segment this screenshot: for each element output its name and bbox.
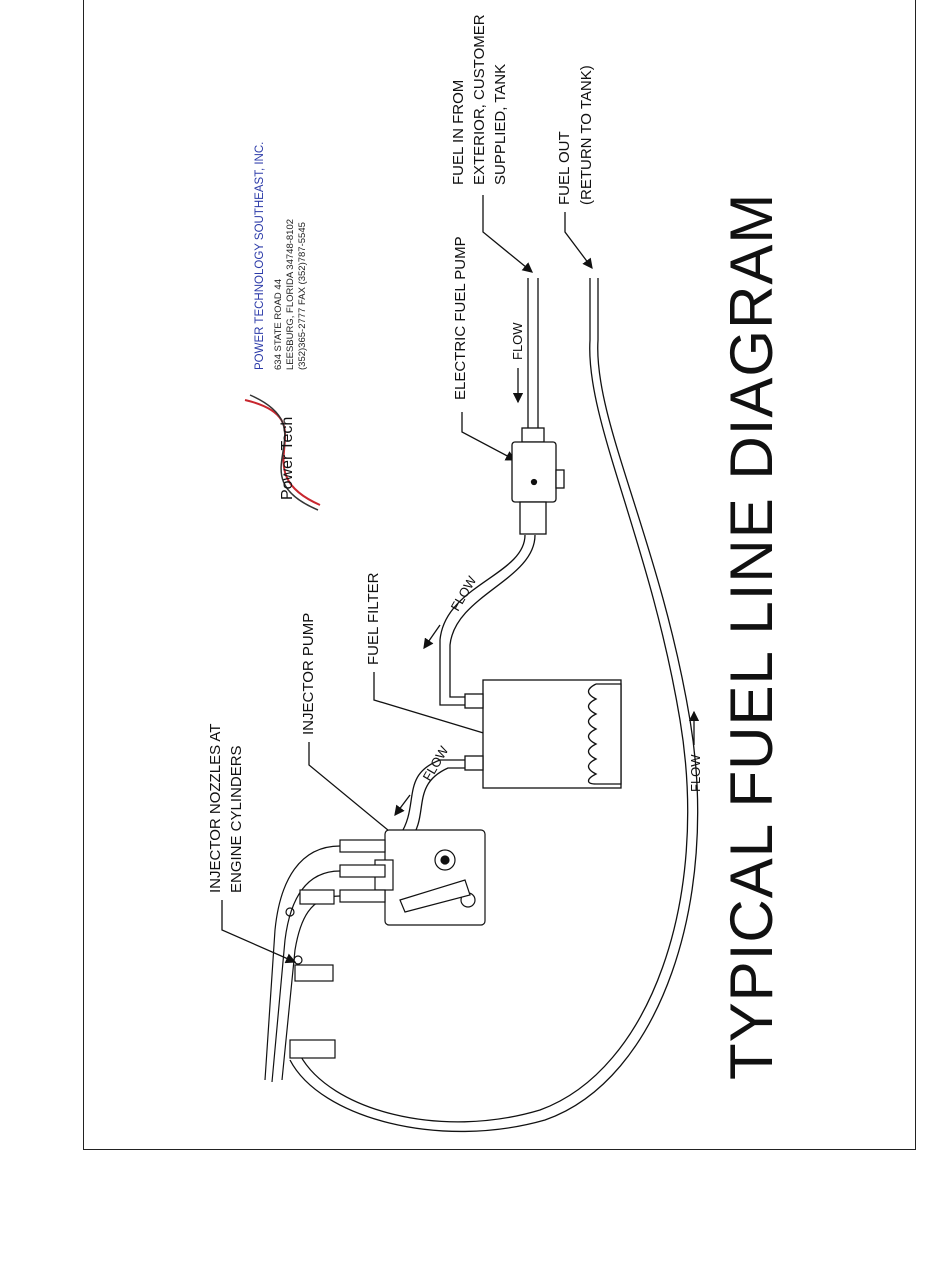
svg-text:FLOW: FLOW xyxy=(510,322,525,360)
company-phone: (352)365-2777 FAX (352)787-5545 xyxy=(297,222,308,370)
fuel-filter xyxy=(464,679,622,789)
svg-text:FLOW: FLOW xyxy=(688,754,703,792)
svg-text:Power Tech: Power Tech xyxy=(279,417,296,500)
svg-text:(RETURN TO TANK): (RETURN TO TANK) xyxy=(578,65,595,205)
fuel-out-label: FUEL OUT (RETURN TO TANK) xyxy=(556,65,595,270)
flow-label-filter-out: FLOW xyxy=(394,743,452,817)
svg-text:FUEL IN FROM: FUEL IN FROM xyxy=(450,80,467,185)
electric-pump-label: ELECTRIC FUEL PUMP xyxy=(452,236,517,461)
diagram-title: TYPICAL FUEL LINE DIAGRAM xyxy=(718,193,785,1080)
injector-pump-label: INJECTOR PUMP xyxy=(300,613,402,841)
drawing-frame xyxy=(83,0,916,1150)
company-name: POWER TECHNOLOGY SOUTHEAST, INC. xyxy=(254,142,266,370)
injector-nozzles-label: INJECTOR NOZZLES AT ENGINE CYLINDERS xyxy=(207,724,297,964)
fuel-in-label: FUEL IN FROM EXTERIOR, CUSTOMER SUPPLIED… xyxy=(450,14,534,273)
company-info: POWER TECHNOLOGY SOUTHEAST, INC. 634 STA… xyxy=(254,142,308,370)
svg-text:ENGINE CYLINDERS: ENGINE CYLINDERS xyxy=(228,745,245,893)
fuel-filter-label: FUEL FILTER xyxy=(365,572,502,741)
svg-text:FUEL FILTER: FUEL FILTER xyxy=(365,572,382,665)
svg-text:EXTERIOR, CUSTOMER: EXTERIOR, CUSTOMER xyxy=(471,14,488,185)
svg-text:ELECTRIC FUEL PUMP: ELECTRIC FUEL PUMP xyxy=(452,236,469,400)
injector-pump xyxy=(339,829,486,926)
power-tech-logo: Power Tech xyxy=(244,394,321,511)
company-address: 634 STATE ROAD 44 xyxy=(273,279,284,370)
svg-text:FUEL OUT: FUEL OUT xyxy=(556,131,573,205)
svg-text:INJECTOR NOZZLES AT: INJECTOR NOZZLES AT xyxy=(207,724,224,893)
svg-text:FLOW: FLOW xyxy=(420,743,452,784)
fuel-lines xyxy=(289,278,699,1133)
svg-text:FLOW: FLOW xyxy=(448,573,480,614)
electric-fuel-pump xyxy=(511,427,565,535)
flow-label-pump: FLOW xyxy=(510,322,525,404)
company-city: LEESBURG, FLORIDA 34748-8102 xyxy=(285,219,296,370)
injector-nozzles xyxy=(264,845,341,1083)
flow-label-return: FLOW xyxy=(688,710,703,792)
svg-text:INJECTOR PUMP: INJECTOR PUMP xyxy=(300,613,317,735)
svg-text:SUPPLIED, TANK: SUPPLIED, TANK xyxy=(492,64,509,185)
